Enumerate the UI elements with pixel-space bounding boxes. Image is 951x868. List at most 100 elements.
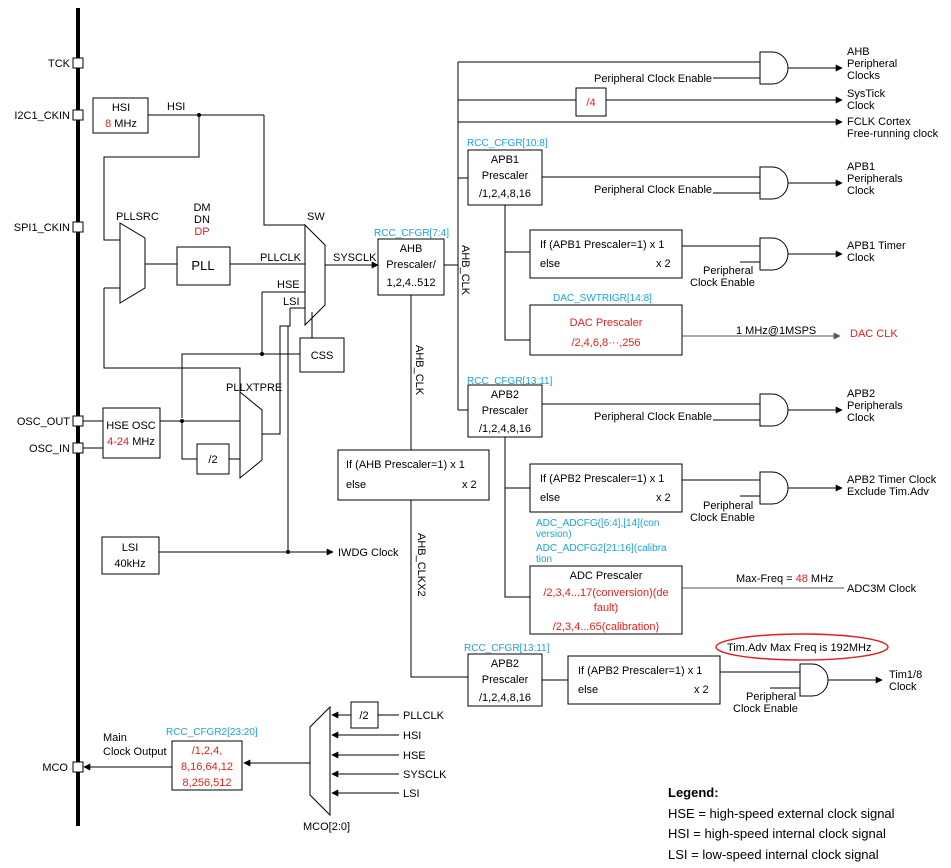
apb2b-reg: RCC_CFGR[13:11] bbox=[464, 643, 550, 654]
mco-reg: RCC_CFGR2[23:20] bbox=[166, 727, 258, 738]
tim-adv-note-circle bbox=[715, 633, 889, 661]
mco-in-pllclk: PLLCLK bbox=[403, 710, 445, 722]
apb2b-if-x2: x 2 bbox=[694, 684, 709, 696]
lsi-box bbox=[101, 536, 160, 575]
i2c1-ckin-pin bbox=[72, 109, 84, 121]
hse-osc-freq: 4-24 MHz bbox=[107, 436, 155, 448]
pllsrc-mux bbox=[119, 222, 146, 304]
tim18-out-1: Tim1/8 bbox=[889, 669, 922, 681]
apb2-if-else: else bbox=[540, 492, 560, 504]
apb1-reg: RCC_CFGR[10:8] bbox=[467, 138, 548, 149]
apb2-out-3: Clock bbox=[847, 412, 875, 424]
mco-div2-box bbox=[350, 701, 379, 729]
ahb-periph-1: AHB bbox=[847, 46, 870, 58]
tim18-out-2: Clock bbox=[889, 681, 917, 693]
osc-out-pin bbox=[72, 415, 84, 427]
ahb-clk-vertical: AHB_CLK bbox=[459, 245, 471, 296]
apb2-if-box bbox=[529, 463, 683, 513]
lsi-freq: 40kHz bbox=[114, 558, 145, 570]
adc-l3: /2,3,4...65(calibration) bbox=[553, 621, 659, 633]
osc-in-pin bbox=[72, 442, 84, 454]
sw-lsi-label: LSI bbox=[283, 296, 300, 308]
systick-1: SysTick bbox=[847, 88, 886, 100]
apb2-out-2: Peripherals bbox=[847, 400, 903, 412]
lsi-name: LSI bbox=[122, 542, 139, 554]
adc-maxfreq: Max-Freq = 48 MHz bbox=[736, 573, 834, 585]
apb2-l3: /1,2,4,8,16 bbox=[479, 423, 531, 435]
mco-in-sysclk: SYSCLK bbox=[403, 769, 447, 781]
dac-clk: DAC CLK bbox=[850, 328, 898, 340]
apb1-l2: Prescaler bbox=[482, 170, 529, 182]
mco-main: Main bbox=[103, 732, 127, 744]
adc-prescaler-box bbox=[529, 565, 683, 635]
apb2-out-1: APB2 bbox=[847, 388, 875, 400]
sw-mux bbox=[304, 223, 326, 327]
apb1-pce: Peripheral Clock Enable bbox=[594, 184, 712, 196]
apb1-timer-1: APB1 Timer bbox=[847, 240, 906, 252]
ahb-if-else: else bbox=[346, 479, 366, 491]
legend-hse: HSE = high-speed external clock signal bbox=[668, 806, 895, 821]
apb2-l2: Prescaler bbox=[482, 405, 529, 417]
sw-hse-label: HSE bbox=[277, 279, 300, 291]
systick-div4-box bbox=[575, 87, 607, 117]
osc-in-label: OSC_IN bbox=[29, 443, 70, 455]
ahb-periph-3: Clocks bbox=[847, 70, 881, 82]
dac-prescaler-box bbox=[529, 304, 683, 356]
hsi-freq: 8 MHz bbox=[105, 118, 137, 130]
mco-mux-label: MCO[2:0] bbox=[303, 821, 350, 833]
apb1-l3: /1,2,4,8,16 bbox=[479, 188, 531, 200]
adc-reg-1b: version) bbox=[536, 529, 572, 540]
apb2b-if-box bbox=[567, 655, 721, 705]
pllxtpre-mux bbox=[239, 390, 263, 480]
apb2-timer-2: Exclude Tim.Adv bbox=[847, 486, 929, 498]
apb1-if-x2: x 2 bbox=[656, 258, 671, 270]
mco-l3: 8,256,512 bbox=[183, 777, 232, 789]
systick-div4: /4 bbox=[586, 97, 595, 109]
apb2-pce2-2: Clock Enable bbox=[690, 512, 755, 524]
apb2-timer-and-gate bbox=[759, 471, 789, 505]
mco-in-hse: HSE bbox=[403, 750, 426, 762]
dac-l2: /2,4,6,8···,256 bbox=[571, 337, 640, 349]
apb2-if-l1: If (APB2 Prescaler=1) x 1 bbox=[540, 473, 664, 485]
ahb-if-l1: If (AHB Prescaler=1) x 1 bbox=[346, 459, 465, 471]
pllclk-label: PLLCLK bbox=[260, 252, 302, 264]
mco-pin bbox=[72, 761, 84, 773]
adc-out: ADC3M Clock bbox=[847, 583, 917, 595]
sysclk-label: SYSCLK bbox=[333, 252, 377, 264]
apb1-out-1: APB1 bbox=[847, 161, 875, 173]
pllsrc-label: PLLSRC bbox=[116, 211, 159, 223]
fclk-1: FCLK Cortex bbox=[847, 116, 911, 128]
apb2b-l2: Prescaler bbox=[482, 674, 529, 686]
apb1-if-l1: If (APB1 Prescaler=1) x 1 bbox=[540, 239, 664, 251]
adc-l1: /2,3,4...17(conversion)(de bbox=[543, 587, 668, 599]
ahb-if-box bbox=[337, 449, 490, 501]
adc-reg-1a: ADC_ADCFG([6:4],[14](con bbox=[536, 518, 659, 529]
legend-title: Legend: bbox=[668, 785, 719, 800]
apb2b-if-l1: If (APB2 Prescaler=1) x 1 bbox=[578, 665, 702, 677]
ahb-clk-left: AHB_CLK bbox=[413, 345, 425, 396]
apb2-l1: APB2 bbox=[491, 389, 519, 401]
apb1-if-box bbox=[529, 229, 683, 279]
apb1-timer-2: Clock bbox=[847, 252, 875, 264]
mco-in-lsi: LSI bbox=[403, 788, 420, 800]
apb1-l1: APB1 bbox=[491, 154, 519, 166]
mco-l2: 8,16,64,12 bbox=[181, 761, 233, 773]
apb2-prescaler-box bbox=[467, 384, 543, 438]
ahb-prescaler-box bbox=[377, 238, 445, 296]
pll-dn: DN bbox=[194, 214, 210, 226]
hse-osc-name: HSE OSC bbox=[106, 420, 156, 432]
mco-l1: /1,2,4, bbox=[192, 745, 223, 757]
adc-reg-2b: tion bbox=[536, 554, 552, 565]
apb2b-pce-1: Peripheral bbox=[746, 691, 796, 703]
dac-l1: DAC Prescaler bbox=[570, 317, 643, 329]
legend-hsi: HSI = high-speed internal clock signal bbox=[668, 826, 886, 841]
fclk-2: Free-running clock bbox=[847, 128, 939, 140]
apb1-and-gate bbox=[759, 166, 789, 200]
ahb-if-x2: x 2 bbox=[462, 479, 477, 491]
apb2-pce: Peripheral Clock Enable bbox=[594, 411, 712, 423]
iwdg-label: IWDG Clock bbox=[338, 547, 399, 559]
adc-reg-2a: ADC_ADCFG2[21:16](calibra bbox=[536, 543, 667, 554]
dac-reg: DAC_SWTRIGR[14:8] bbox=[553, 293, 652, 304]
apb2b-if-else: else bbox=[578, 684, 598, 696]
